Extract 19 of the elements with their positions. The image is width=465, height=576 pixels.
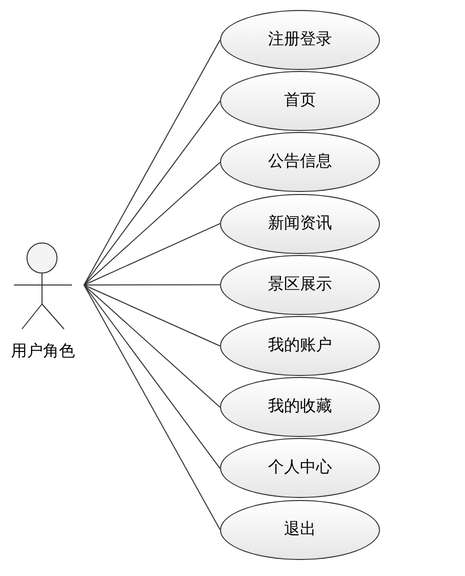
use-case-label: 我的收藏	[268, 396, 332, 418]
association-line	[84, 284, 220, 469]
association-line	[84, 223, 220, 286]
association-line	[84, 284, 220, 408]
use-case-label: 首页	[284, 91, 316, 112]
association-line	[84, 284, 220, 286]
association-line	[84, 100, 220, 286]
use-case-label: 新闻资讯	[268, 214, 332, 234]
association-line	[84, 284, 220, 530]
use-case-label: 公告信息	[268, 152, 332, 172]
use-case-label: 个人中心	[268, 458, 332, 478]
use-case-label: 退出	[284, 520, 316, 540]
association-line	[84, 284, 220, 346]
actor-label: 用户角色	[10, 342, 76, 362]
use-case-label: 景区展示	[268, 274, 332, 295]
use-case-label: 注册登录	[268, 30, 332, 50]
association-line	[84, 40, 220, 286]
association-line	[84, 162, 220, 286]
use-case-label: 我的账户	[268, 336, 332, 356]
